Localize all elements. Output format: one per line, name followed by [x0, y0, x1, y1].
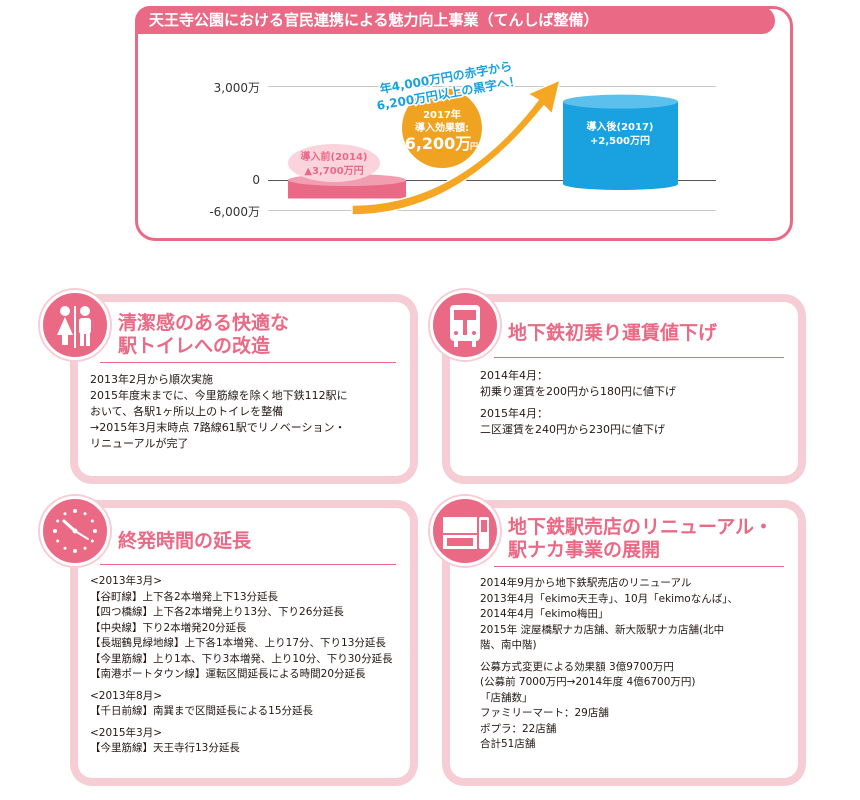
toilet-card-title: 清潔感のある快適な 駅トイレへの改造 [118, 312, 290, 357]
fare-card-body: 2014年4月： 初乗り運賃を200円から180円に値下げ 2015年4月： 二… [480, 369, 676, 436]
train-icon [430, 290, 500, 360]
effect-value: 6,200万 [405, 134, 472, 153]
last-train-card-title: 終発時間の延長 [118, 530, 252, 552]
y-tick-label: 0 [252, 173, 260, 187]
effect-label-year: 2017年 [423, 108, 461, 121]
title-rule [100, 564, 396, 565]
bar-label-after-value: +2,500万円 [590, 135, 650, 147]
shop-card [450, 508, 798, 778]
bar-label-before-badge [288, 144, 380, 182]
effect-badge [402, 88, 482, 168]
effect-label-caption: 導入効果額: [415, 121, 469, 134]
y-tick-label: -6,000万 [209, 205, 260, 219]
title-rule [494, 357, 784, 358]
title-rule [494, 566, 784, 567]
y-tick-label: 3,000万 [213, 81, 260, 95]
toilet-card-body: 2013年2月から順次実施 2015年度末までに、今里筋線を除く地下鉄112駅に… [90, 373, 348, 450]
gridline [268, 180, 716, 181]
growth-arrow [351, 78, 562, 216]
toilet-card [78, 302, 410, 476]
chart-title: 天王寺公園における官民連携による魅力向上事業（てんしば整備） [135, 6, 775, 34]
bar-after-top [563, 94, 678, 109]
fare-card-title: 地下鉄初乗り運賃値下げ [508, 322, 718, 344]
last-train-card [78, 508, 410, 778]
bar-label-after-name: 導入後(2017) [587, 120, 654, 133]
gridline [268, 210, 716, 211]
bar-label-before-value: ▲3,700万円 [304, 165, 363, 177]
shop-card-body: 2014年9月から地下鉄駅売店のリニューアル 2013年4月「ekimo天王寺」… [480, 577, 738, 750]
bar-chart: 導入前(2014) ▲3,700万円 導入後(2017) +2,500万円 2017年導… [288, 57, 678, 216]
restroom-icon [40, 290, 110, 360]
title-rule [100, 362, 396, 363]
bar-label-before-name: 導入前(2014) [301, 150, 368, 163]
bar-after [563, 101, 678, 184]
shop-card-title: 地下鉄駅売店のリニューアル・ 駅ナカ事業の展開 [508, 516, 774, 561]
shop-icon [430, 496, 500, 566]
clock-icon [40, 496, 110, 566]
last-train-card-body: <2013年3月> 【谷町線】上下各2本増発上下13分延長 【四つ橋線】上下各2… [90, 575, 393, 754]
fare-card [450, 302, 798, 476]
bar-after-bottom [563, 178, 678, 190]
effect-unit: 円 [470, 142, 478, 151]
gridline [268, 86, 716, 87]
